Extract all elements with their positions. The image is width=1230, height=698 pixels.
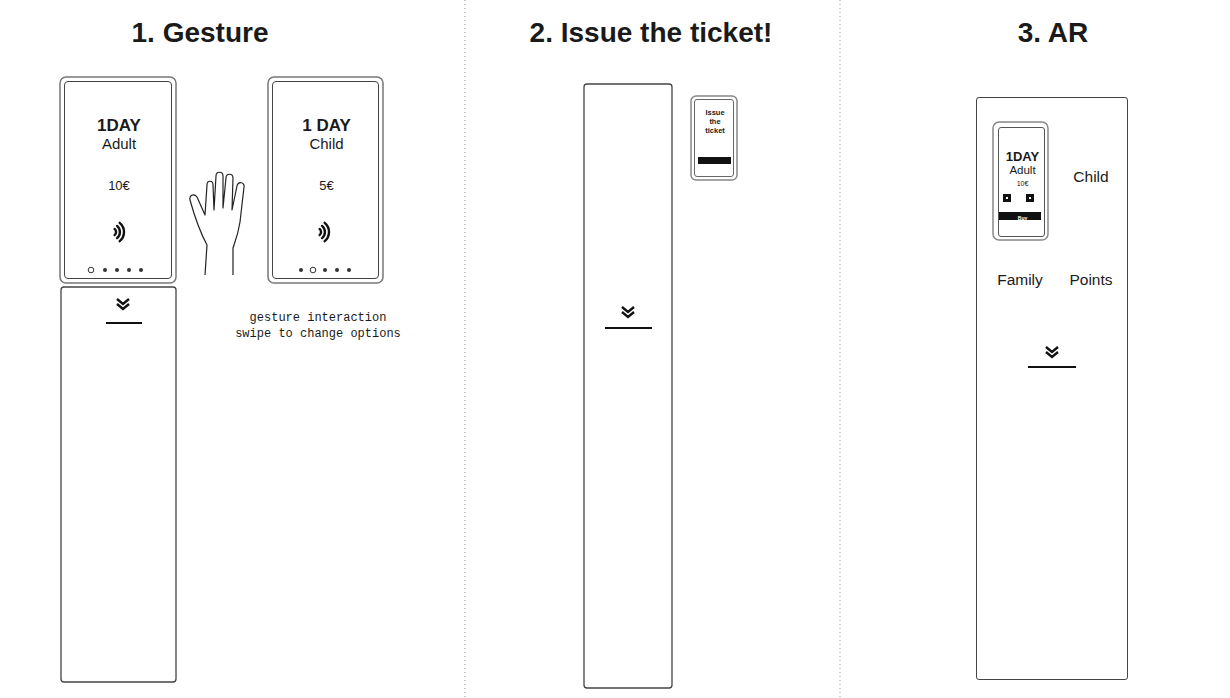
quantity-button: [1003, 194, 1011, 202]
step-heading: 1. Gesture: [0, 17, 400, 49]
kiosk-body: [61, 287, 176, 682]
screen-frame: [60, 77, 176, 283]
step-heading: 3. AR: [853, 17, 1230, 49]
phone-frame: [993, 122, 1048, 240]
handwritten-note: gesture interaction swipe to change opti…: [232, 310, 404, 342]
quantity-button-mark: [1029, 197, 1031, 199]
ticket-price: 10€: [999, 180, 1046, 188]
column-separator: [465, 0, 466, 698]
hand-gesture: [190, 172, 244, 275]
chevron-underline: [106, 322, 142, 324]
page-dots: [299, 267, 351, 273]
down-chevron: [117, 299, 129, 309]
page-dots: [88, 267, 143, 273]
ar-phone: 1DAYAdult 10€ Buy: [998, 127, 1045, 237]
ar-option: Points: [1056, 271, 1126, 289]
ticket-type: 1DAY: [65, 116, 173, 136]
column-separator: [840, 0, 841, 698]
phone-frame: [691, 96, 737, 180]
ar-option: Child: [1056, 168, 1126, 186]
issue-ticket-phone: Issue the ticket: [694, 99, 734, 177]
down-chevron: [622, 307, 634, 317]
ar-kiosk: ChildFamilyPoints 1DAYAdult 10€ Buy: [976, 97, 1128, 680]
kiosk-body: [584, 84, 672, 688]
ticket-type: 1 DAY: [273, 116, 380, 136]
ticket-price: 10€: [65, 178, 173, 194]
down-chevron: [1046, 347, 1058, 357]
chevron-underline: [605, 327, 652, 329]
ticket-price: 5€: [273, 178, 380, 194]
buy-button-text: Buy: [999, 215, 1046, 221]
issue-ticket-text: Issue the ticket: [701, 108, 729, 135]
screen-frame: [268, 77, 383, 283]
ticket-audience: Adult: [65, 135, 173, 153]
quantity-button-mark: [1006, 197, 1008, 199]
ticket-type: 1DAY: [999, 149, 1046, 165]
ar-option: Family: [985, 271, 1055, 289]
ticket-bar: [698, 157, 731, 164]
ticket-audience: Child: [273, 135, 380, 153]
ticket-audience: Adult: [999, 163, 1046, 177]
nfc-symbol: [320, 223, 329, 241]
quantity-button: [1026, 194, 1034, 202]
ticket-screen: 1DAYAdult 10€: [64, 81, 172, 279]
step-heading: 2. Issue the ticket!: [451, 17, 851, 49]
ticket-screen: 1 DAYChild 5€: [272, 81, 379, 279]
nfc-symbol: [115, 223, 124, 241]
chevron-underline: [1028, 366, 1076, 368]
